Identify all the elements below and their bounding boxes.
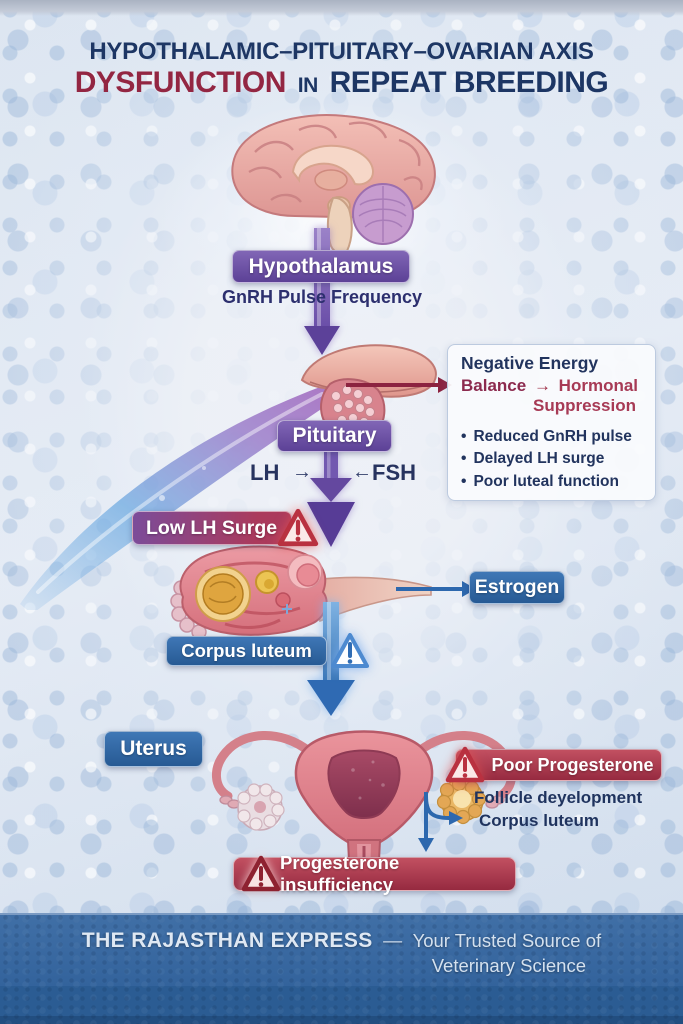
follicle-development-caption: Follicle deyelopment	[474, 788, 643, 807]
hypothalamus-badge: Hypothalamus	[232, 250, 410, 283]
footer-line2: Veterinary Science	[431, 955, 586, 976]
title-repeat-breeding: REPEAT BREEDING	[329, 66, 609, 99]
footer-texture	[0, 913, 683, 1024]
page-title-line2: DYSFUNCTION IN REPEAT BREEDING	[0, 66, 683, 100]
brain-illustration	[231, 113, 436, 255]
footer-band	[0, 913, 683, 986]
bullet-icon: •	[461, 450, 467, 468]
estrogen-badge: Estrogen	[469, 571, 565, 604]
warning-triangle-icon	[277, 508, 319, 547]
elbow-arrow-icon	[418, 792, 463, 852]
pituitary-badge: Pituitary	[277, 420, 392, 452]
right-arrow-icon: →	[533, 376, 551, 395]
footer-band-bottom	[0, 1016, 683, 1024]
panel-bullet-list: • Reduced GnRH pulse • Delayed LH surge …	[461, 426, 645, 493]
hormonal-text: Hormonal	[558, 376, 639, 395]
low-lh-surge-badge: Low LH Surge	[132, 511, 292, 545]
fsh-left-arrow-icon: ←	[352, 461, 372, 483]
uterus-illustration	[212, 730, 516, 882]
list-item: • Poor luteal function	[461, 471, 645, 493]
panel-line2: Balance → Hormonal	[461, 375, 645, 396]
footer-band-lower	[0, 986, 683, 1016]
title-dysfunction: DYSFUNCTION	[74, 66, 287, 99]
suppression-text: Suppression	[533, 396, 636, 416]
bullet-text: Reduced GnRH pulse	[473, 427, 632, 445]
warning-triangle-icon	[241, 855, 281, 892]
list-item: • Reduced GnRH pulse	[461, 426, 645, 448]
footer-tagline: Your Trusted Source of	[412, 930, 602, 951]
alert-triangle-icon	[331, 633, 369, 668]
balance-text: Balance	[461, 376, 527, 395]
lh-label: LH	[250, 460, 280, 485]
bullet-icon: •	[461, 472, 467, 490]
panel-title: Negative Energy	[461, 353, 599, 373]
bullet-icon: •	[461, 427, 467, 445]
corpus-luteum-caption: Corpus luteum	[479, 811, 599, 830]
top-strip	[0, 0, 683, 16]
footer-line1: THE RAJASTHAN EXPRESS — Your Trusted Sou…	[0, 929, 683, 953]
separator-dash: —	[383, 931, 403, 952]
bullet-text: Poor luteal function	[473, 472, 619, 490]
down-arrow-pituitary-icon	[307, 450, 355, 547]
title-in: IN	[297, 74, 319, 97]
brand-name: THE RAJASTHAN EXPRESS	[81, 929, 373, 952]
gnrh-caption: GnRH Pulse Frequency	[221, 287, 423, 307]
bullet-text: Delayed LH surge	[473, 450, 605, 468]
right-arrow-negative-energy-icon	[346, 377, 452, 393]
corpus-luteum-badge: Corpus luteum	[166, 636, 327, 666]
swoosh-illustration	[20, 384, 338, 610]
poor-progesterone-badge: Poor Progesterone	[455, 749, 662, 781]
right-arrow-estrogen-icon	[396, 581, 476, 597]
ovary-illustration	[170, 545, 432, 640]
fsh-label: FSH	[372, 460, 416, 485]
list-item: • Delayed LH surge	[461, 448, 645, 470]
progesterone-insufficiency-banner: Progesterone insufficiency	[233, 852, 516, 895]
warning-triangle-icon	[445, 746, 485, 783]
uterus-badge: Uterus	[104, 731, 203, 767]
negative-energy-panel: Negative Energy Balance → Hormonal Suppr…	[447, 344, 656, 501]
lh-right-arrow-icon: →	[292, 461, 312, 483]
page-title-line1: HYPOTHALAMIC–PITUITARY–OVARIAN AXIS	[89, 38, 594, 65]
